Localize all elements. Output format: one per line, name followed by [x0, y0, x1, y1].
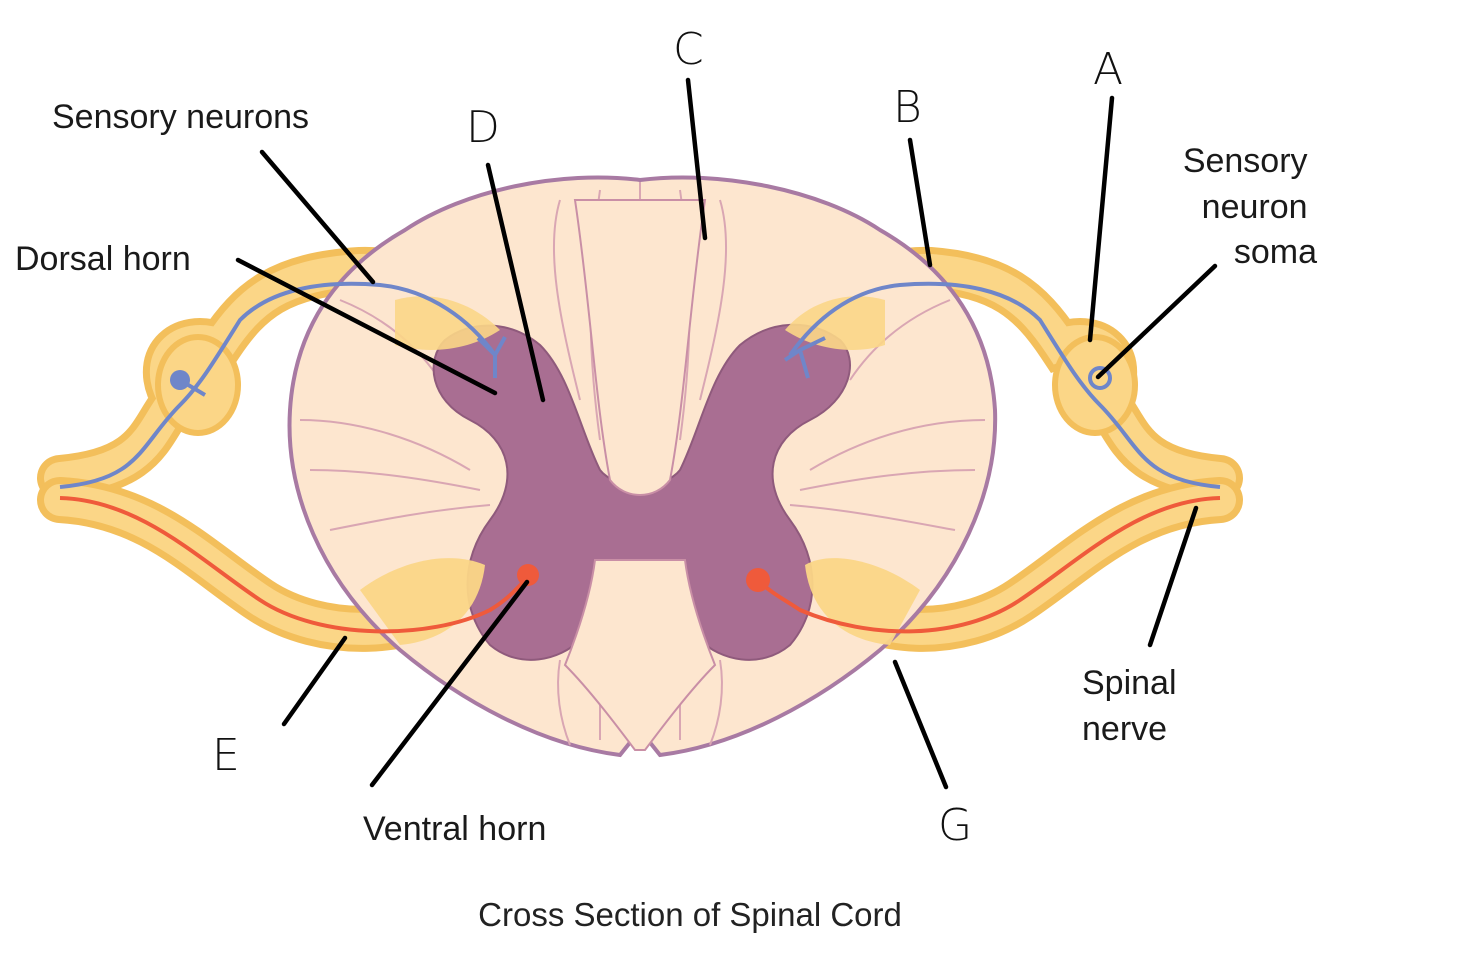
spinal-cord — [287, 175, 998, 758]
motor-soma-right — [746, 568, 770, 592]
letter-d: D — [466, 102, 500, 153]
motor-neuron-left — [59, 496, 530, 634]
leader-sensory-neurons — [259, 149, 376, 285]
label-sensory-neurons: Sensory neurons — [52, 98, 309, 136]
label-dorsal-horn: Dorsal horn — [15, 240, 191, 278]
sensory-neuron-right — [783, 281, 1221, 489]
letter-a: A — [1093, 44, 1123, 95]
diagram-caption: Cross Section of Spinal Cord — [478, 896, 902, 933]
posterior-column — [573, 199, 707, 496]
leader-spinal-nerve — [1147, 505, 1199, 648]
leader-g — [892, 659, 949, 790]
leader-sensory-neuron-soma — [1095, 263, 1218, 380]
leader-ventral-horn — [369, 579, 530, 788]
label-spinal-nerve: Spinal nerve — [1082, 664, 1186, 748]
leader-c — [685, 77, 708, 241]
motor-soma-left — [517, 564, 539, 586]
sensory-soma-left — [170, 370, 190, 390]
letter-c: C — [673, 24, 704, 75]
leader-d — [485, 162, 546, 403]
leader-dorsal-horn — [235, 257, 498, 396]
label-sensory-neuron-soma: Sensory neuron soma — [1183, 142, 1317, 271]
leader-b — [907, 137, 933, 268]
letter-b: B — [893, 82, 922, 133]
label-ventral-horn: Ventral horn — [363, 810, 546, 848]
letter-g: G — [938, 800, 972, 851]
leader-lines — [235, 77, 1218, 790]
leader-a — [1087, 95, 1115, 343]
leader-e — [281, 635, 348, 727]
letter-e: E — [212, 730, 240, 781]
sensory-soma-right — [1088, 366, 1112, 390]
motor-neuron-right — [758, 496, 1221, 634]
anterior-fissure — [563, 559, 717, 751]
